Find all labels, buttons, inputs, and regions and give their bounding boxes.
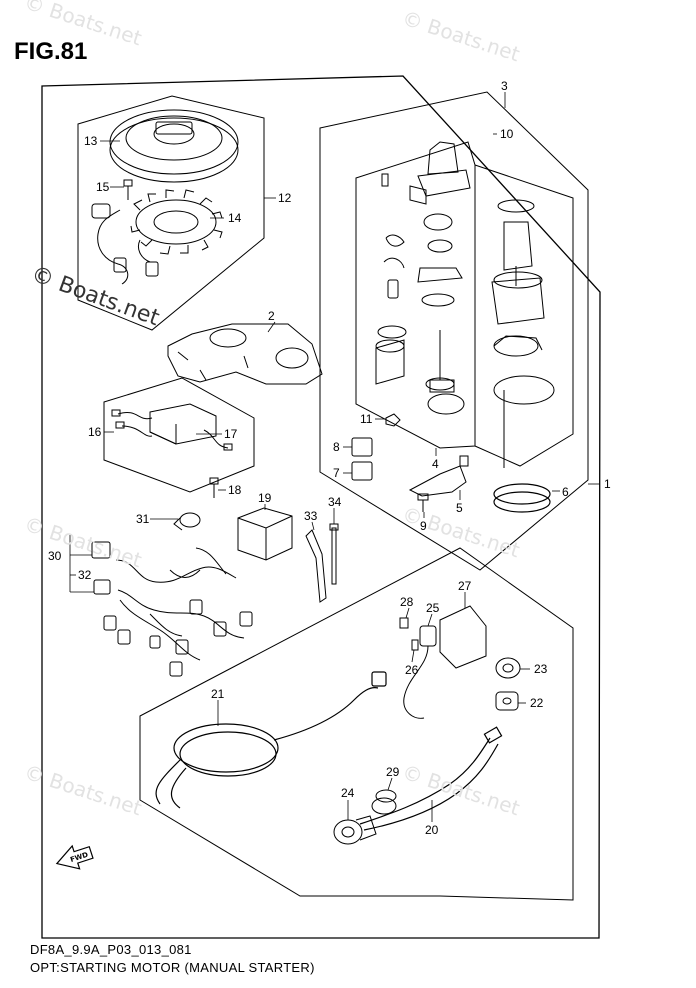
- callout-2: 2: [268, 309, 275, 323]
- stator-part-14: [91, 189, 223, 285]
- group-box-12: [77, 95, 265, 331]
- box-part-19: [237, 507, 293, 561]
- plate-part-22: [495, 691, 519, 711]
- callout-8: 8: [333, 440, 340, 454]
- callout-15: 15: [96, 180, 110, 194]
- fwd-arrow-icon: FWD: [55, 844, 94, 870]
- figure-title: FIG.81: [14, 38, 88, 65]
- callout-14: 14: [228, 211, 242, 225]
- callout-1: 1: [604, 477, 611, 491]
- screw-part-28: [399, 617, 409, 629]
- callout-12: 12: [278, 191, 292, 205]
- bolt-part-18: [209, 477, 219, 498]
- bracket-part-27: [439, 605, 487, 669]
- nut-part-11: [385, 413, 401, 427]
- callout-24: 24: [341, 786, 355, 800]
- bracket-part-5: [408, 455, 469, 497]
- main-frame: [41, 75, 601, 939]
- callout-10: 10: [500, 127, 514, 141]
- rectifier-part-17: [111, 403, 233, 451]
- callout-5: 5: [456, 501, 463, 515]
- callout-28: 28: [400, 595, 414, 609]
- group-box-16: [103, 377, 255, 493]
- cable-part-20: [359, 726, 503, 831]
- callout-22: 22: [530, 696, 544, 710]
- callout-4: 4: [432, 457, 439, 471]
- callout-11: 11: [360, 412, 373, 426]
- bracket-part-2: [167, 323, 323, 385]
- wire-harness-part-30: [91, 541, 253, 677]
- callout-18: 18: [228, 483, 242, 497]
- callout-7: 7: [333, 466, 340, 480]
- figure-caption: OPT:STARTING MOTOR (MANUAL STARTER): [30, 960, 315, 975]
- callout-9: 9: [420, 519, 427, 533]
- group-box-4: [474, 164, 574, 467]
- callout-17: 17: [224, 427, 238, 441]
- callout-26: 26: [405, 663, 419, 677]
- clamp-part-31: [173, 512, 201, 531]
- callout-34: 34: [328, 495, 342, 509]
- callout-13: 13: [84, 134, 98, 148]
- washer-part-26: [411, 639, 419, 651]
- callout-29: 29: [386, 765, 400, 779]
- group-box-20: [139, 547, 574, 901]
- callout-19: 19: [258, 491, 272, 505]
- callout-30: 30: [48, 549, 62, 563]
- grommet-part-23: [495, 657, 521, 679]
- callout-25: 25: [426, 601, 440, 615]
- callout-16: 16: [88, 425, 102, 439]
- callout-20: 20: [425, 823, 439, 837]
- armature-part-4: [491, 199, 555, 468]
- callout-23: 23: [534, 662, 548, 676]
- flywheel-part-13: [109, 109, 239, 183]
- relay-part-8: [351, 437, 373, 457]
- bolt-part-9: [417, 493, 429, 512]
- figure-code: DF8A_9.9A_P03_013_081: [30, 942, 192, 957]
- boot-part-29: [371, 789, 397, 815]
- callout-6: 6: [562, 485, 569, 499]
- callout-21: 21: [211, 687, 225, 701]
- callout-33: 33: [304, 509, 318, 523]
- callout-32: 32: [78, 568, 92, 582]
- relay-part-7: [351, 461, 373, 481]
- tie-part-34: [329, 523, 339, 585]
- callout-31: 31: [136, 512, 150, 526]
- leader-lines: [69, 92, 600, 822]
- callout-27: 27: [458, 579, 472, 593]
- screw-part-15: [123, 179, 133, 200]
- ring-part-6: [493, 483, 551, 513]
- tie-part-33: [305, 529, 327, 603]
- group-box-3: [355, 141, 476, 449]
- cable-part-21: [155, 671, 387, 809]
- starter-motor-part-3: [375, 141, 471, 415]
- callout-3: 3: [501, 79, 508, 93]
- group-box-1: [319, 91, 589, 571]
